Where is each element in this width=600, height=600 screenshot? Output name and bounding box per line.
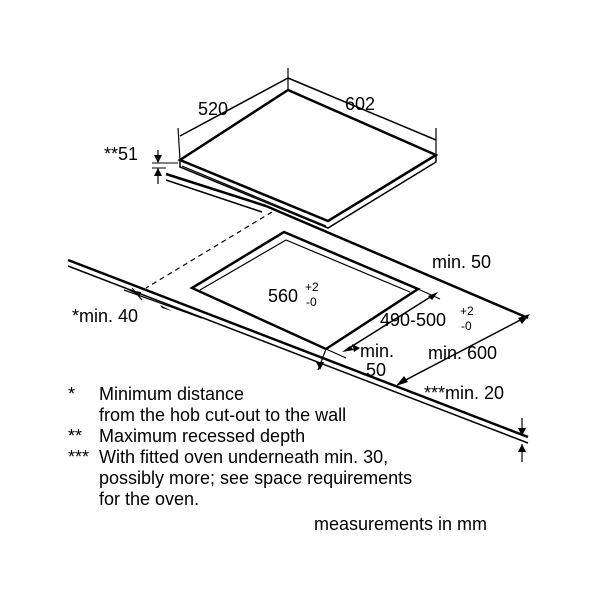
cutout-depth-tol-minus: -0 — [461, 319, 472, 333]
footnote-text: With fitted oven underneath min. 30, pos… — [99, 447, 538, 510]
footnote-symbol: *** — [68, 447, 90, 467]
footnote-symbol: ** — [68, 426, 83, 446]
footnote-line: Minimum distance — [99, 384, 245, 404]
footnote-line: With fitted oven underneath min. 30, — [99, 447, 389, 467]
footnote-line: from the hob cut-out to the wall — [99, 405, 347, 425]
hob-width-label: 602 — [345, 94, 375, 114]
footnote-line: Maximum recessed depth — [99, 426, 306, 446]
hob-edge — [179, 155, 437, 229]
hob-depth-label: 520 — [198, 99, 228, 119]
cutout-width-tol-minus: -0 — [306, 295, 317, 309]
min-600-label: min. 600 — [428, 343, 497, 363]
footnote-recess-depth: ** Maximum recessed depth — [68, 426, 538, 447]
footnote-line: possibly more; see space requirements — [99, 468, 413, 488]
min-50-back-label: min. 50 — [432, 252, 491, 272]
min-40-side-label: *min. 40 — [72, 306, 138, 326]
footnote-line: for the oven. — [99, 489, 200, 509]
depth-600-dimension — [396, 314, 530, 386]
min-50-front-label-line2: 50 — [366, 360, 386, 380]
front-distance-dimension — [316, 344, 360, 371]
hob-top-surface — [177, 88, 439, 223]
cutout-width-tol-plus: +2 — [305, 280, 319, 294]
footnote-oven: *** With fitted oven underneath min. 30,… — [68, 447, 538, 510]
cutout-inner — [199, 239, 411, 293]
footnotes: * Minimum distance from the hob cut-out … — [68, 384, 538, 510]
side-distance-dimension — [123, 287, 203, 319]
footnote-side-distance: * Minimum distance from the hob cut-out … — [68, 384, 538, 426]
footnote-text: Minimum distance from the hob cut-out to… — [99, 384, 538, 426]
worktop — [67, 172, 529, 444]
recess-dimension — [152, 150, 178, 184]
min-20-worktop-label: ***min. 20 — [424, 383, 504, 403]
worktop-thickness-dimension — [518, 418, 526, 462]
footnote-text: Maximum recessed depth — [99, 426, 538, 447]
hob — [177, 88, 439, 229]
min-50-front-label-line1: min. — [360, 341, 394, 361]
projection-line — [145, 211, 273, 289]
cutout-depth-dimension — [325, 288, 441, 359]
units-label: measurements in mm — [314, 514, 488, 534]
cutout-depth-label: 490-500 — [380, 310, 446, 330]
cutout-depth-tol-plus: +2 — [460, 304, 474, 318]
recess-depth-label: **51 — [104, 144, 138, 164]
hob-edge-inner — [181, 165, 327, 227]
cutout-width-label: 560 — [268, 286, 298, 306]
footnote-symbol: * — [68, 384, 76, 404]
hob-dimension-lines — [177, 68, 437, 161]
